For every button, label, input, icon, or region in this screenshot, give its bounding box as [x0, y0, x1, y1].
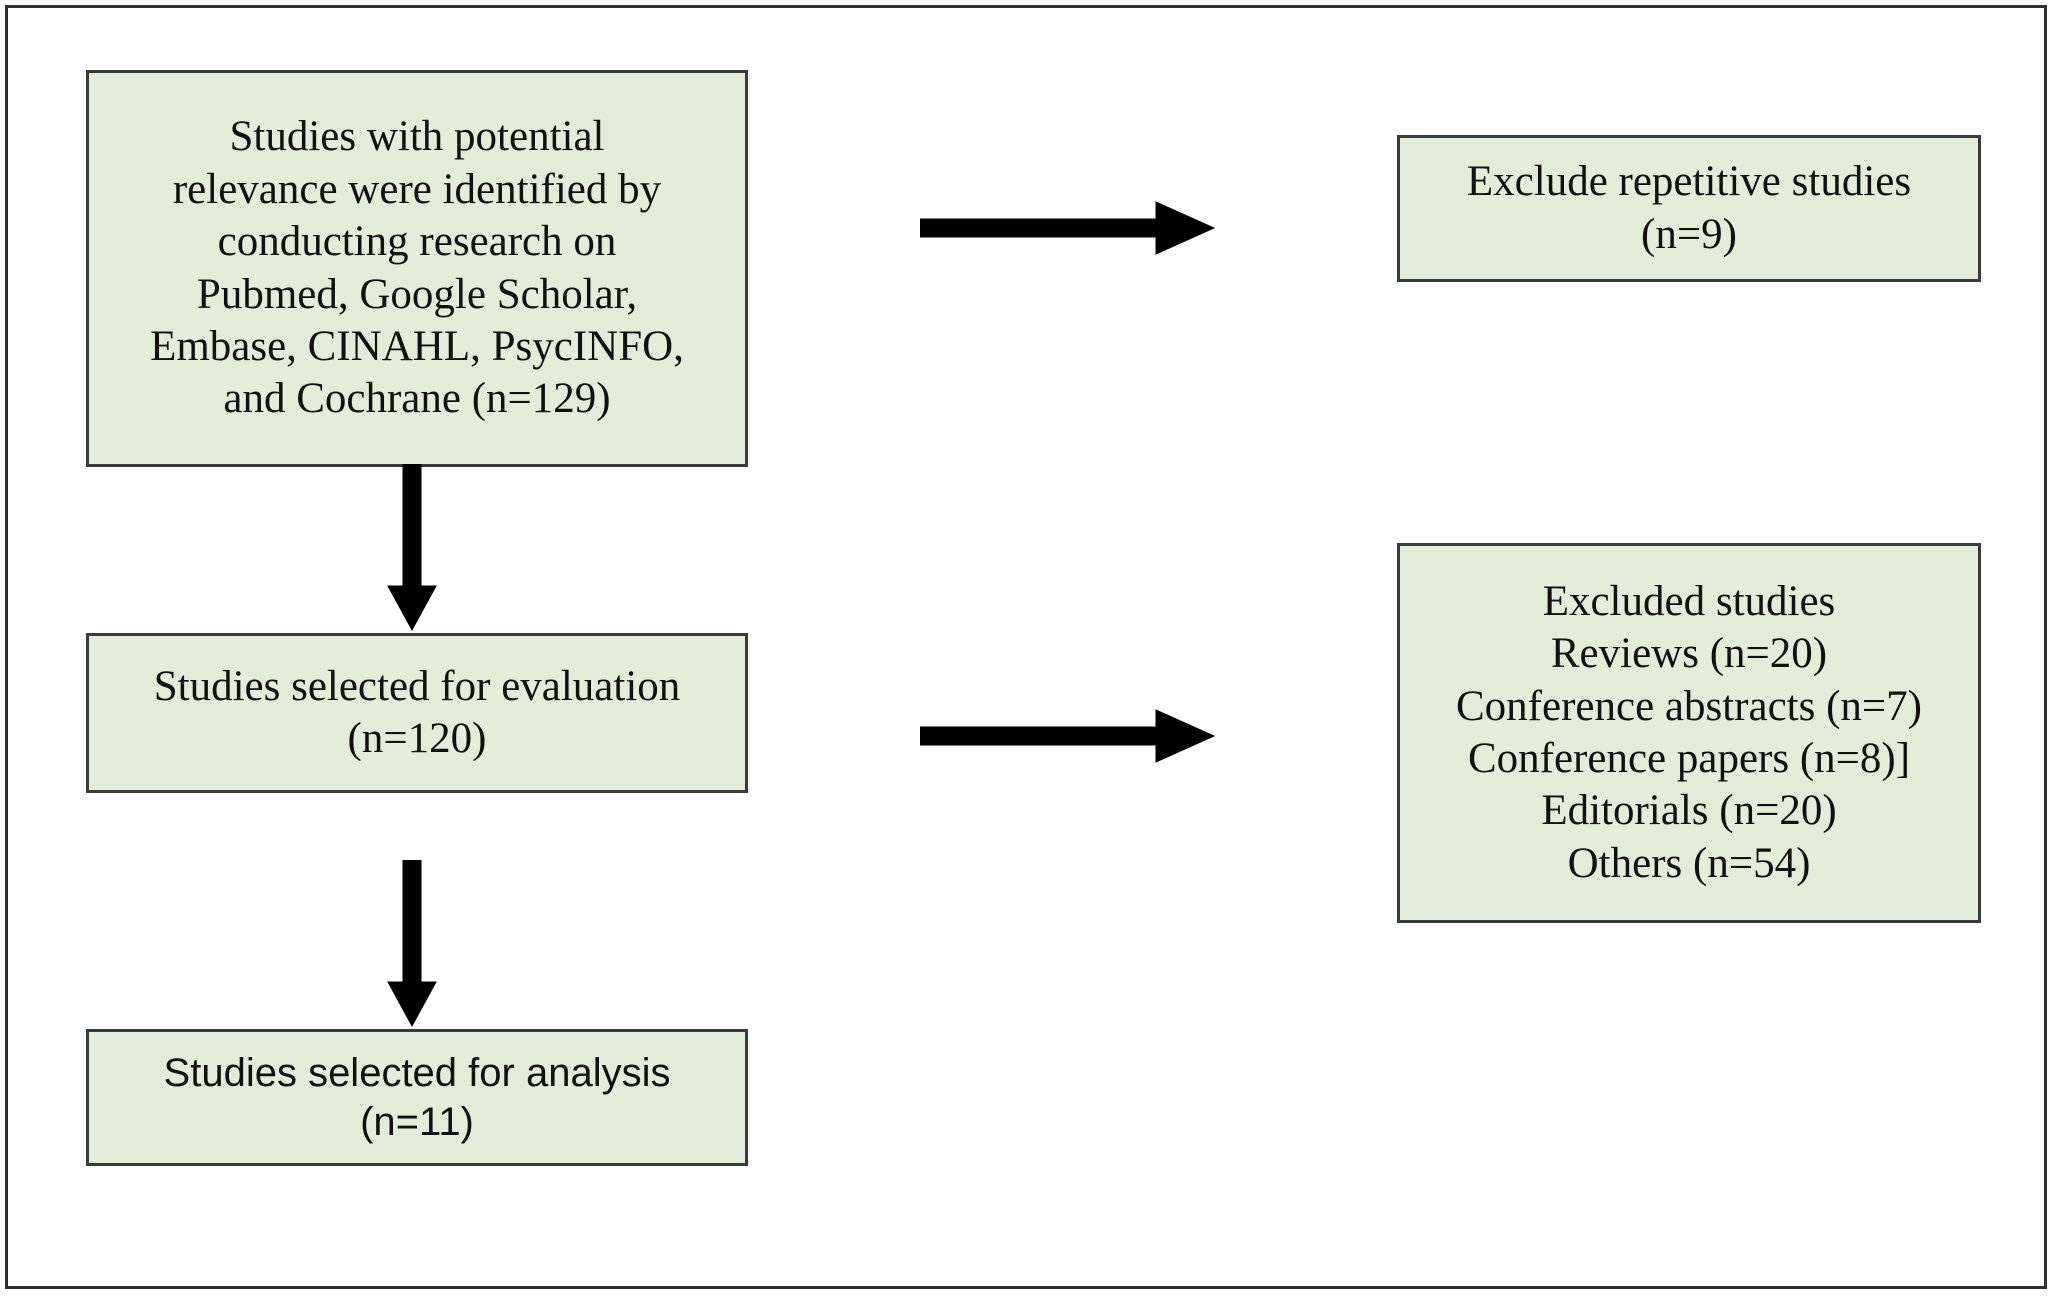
box-line: Exclude repetitive studies: [1466, 158, 1912, 206]
box-line: and Cochrane (n=129): [223, 375, 611, 423]
arrow-down-icon: [386, 860, 438, 1028]
box-line: conducting research on: [217, 218, 617, 266]
box-line: (n=120): [347, 715, 487, 762]
box-line: Studies selected for evaluation: [153, 662, 681, 710]
box-studies-identified: Studies with potential relevance were id…: [86, 70, 748, 467]
box-line: Excluded studies: [1542, 577, 1836, 625]
box-exclude-repetitive-studies: Exclude repetitive studies (n=9): [1397, 135, 1981, 282]
box-line: (n=11): [360, 1099, 474, 1144]
box-line: Studies with potential: [229, 113, 605, 161]
box-line: Embase, CINAHL, PsycINFO,: [150, 322, 684, 370]
box-line: Pubmed, Google Scholar,: [196, 270, 638, 318]
box-line: (n=9): [1641, 210, 1737, 258]
box-line: Editorials (n=20): [1541, 787, 1837, 835]
box-excluded-studies: Excluded studies Reviews (n=20) Conferen…: [1397, 543, 1981, 923]
arrow-right-icon: [920, 706, 1216, 766]
box-line: Conference abstracts (n=7): [1456, 682, 1922, 730]
box-studies-selected-for-analysis: Studies selected for analysis (n=11): [86, 1029, 748, 1166]
box-studies-selected-for-evaluation: Studies selected for evaluation (n=120): [86, 633, 748, 793]
box-line: Others (n=54): [1567, 839, 1811, 887]
box-line: Conference papers (n=8)]: [1467, 735, 1911, 782]
box-line: relevance were identified by: [172, 165, 662, 213]
arrow-right-icon: [920, 198, 1216, 258]
box-line: Reviews (n=20): [1550, 630, 1828, 678]
box-line: Studies selected for analysis: [163, 1050, 671, 1095]
arrow-down-icon: [386, 464, 438, 632]
